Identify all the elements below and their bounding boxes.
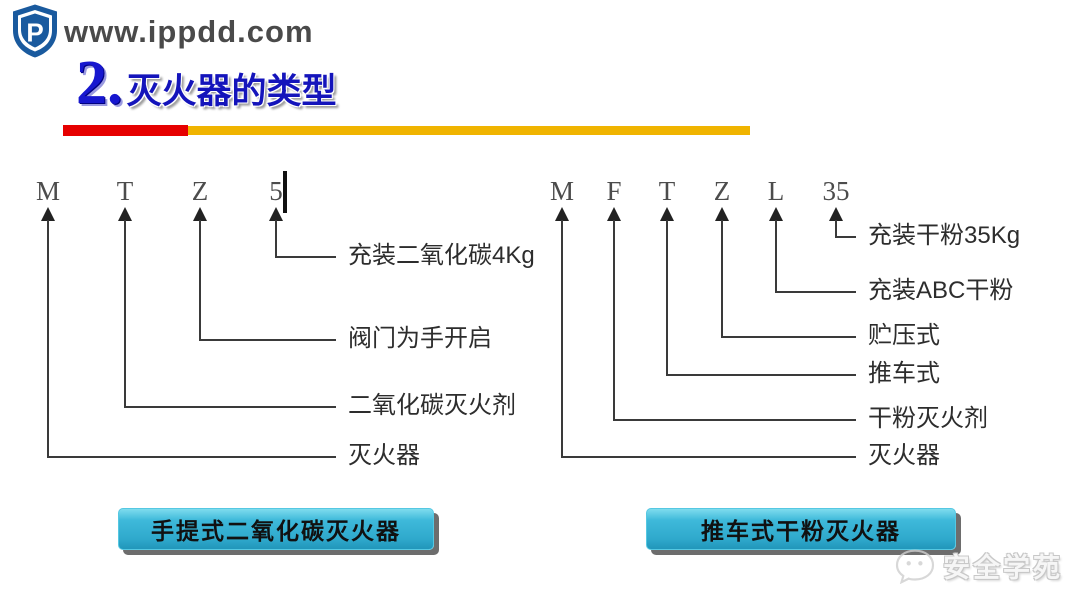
connector-line: [47, 220, 49, 458]
connector-line: [124, 406, 336, 408]
arrow-up-icon: [660, 207, 674, 221]
left-code-letter-m: M: [35, 176, 60, 206]
connector-line: [47, 456, 336, 458]
left-code-letter-z: Z: [191, 176, 209, 206]
connector-line: [666, 374, 856, 376]
left-summary-button[interactable]: 手提式二氧化碳灭火器: [118, 508, 434, 550]
connector-line: [666, 220, 668, 376]
connector-line: [561, 456, 856, 458]
connector-line: [199, 220, 201, 341]
diagram-label: 干粉灭火剂: [868, 405, 988, 432]
connector-line: [835, 220, 837, 238]
connector-line: [721, 220, 723, 338]
chat-face-icon: [895, 549, 935, 584]
right-summary-button[interactable]: 推车式干粉灭火器: [646, 508, 956, 550]
diagram-label: 灭火器: [868, 442, 940, 469]
left-code-letter-5: 5: [269, 176, 283, 206]
diagram-label: 二氧化碳灭火剂: [348, 392, 516, 419]
arrow-up-icon: [41, 207, 55, 221]
title-underline-red: [63, 125, 188, 136]
connector-line: [613, 419, 856, 421]
right-code-number-35: 35: [822, 176, 850, 206]
arrow-up-icon: [193, 207, 207, 221]
text-cursor: [283, 171, 287, 213]
arrow-up-icon: [715, 207, 729, 221]
arrow-up-icon: [769, 207, 783, 221]
right-code-letter-t: T: [658, 176, 676, 206]
right-code-letter-f: F: [606, 176, 622, 206]
connector-line: [775, 291, 856, 293]
connector-line: [721, 336, 856, 338]
diagram-label: 灭火器: [348, 442, 420, 469]
right-code-letter-z: Z: [713, 176, 731, 206]
diagram-label: 充装干粉35Kg: [868, 222, 1021, 249]
connector-line: [275, 220, 277, 258]
connector-line: [613, 220, 615, 421]
arrow-up-icon: [829, 207, 843, 221]
arrow-up-icon: [118, 207, 132, 221]
arrow-up-icon: [555, 207, 569, 221]
diagram-label: 阀门为手开启: [348, 325, 492, 352]
connector-line: [835, 236, 856, 238]
arrow-up-icon: [607, 207, 621, 221]
watermark: 安全学苑: [893, 546, 1063, 585]
left-code-letter-t: T: [116, 176, 134, 206]
connector-line: [775, 220, 777, 293]
arrow-up-icon: [269, 207, 283, 221]
watermark-text: 安全学苑: [943, 553, 1063, 583]
diagram-label: 贮压式: [868, 322, 940, 349]
connector-line: [199, 339, 336, 341]
right-code-letter-l: L: [767, 176, 785, 206]
title-text: 灭火器的类型: [126, 71, 337, 111]
right-code-letter-m: M: [549, 176, 574, 206]
page-title: 2. 灭火器的类型: [76, 49, 337, 117]
title-underline-yellow: [188, 126, 750, 135]
connector-line: [124, 220, 126, 408]
title-number: 2.: [76, 49, 123, 117]
shield-p-logo-icon: P: [13, 4, 57, 58]
svg-text:P: P: [26, 18, 43, 48]
diagram-label: 充装ABC干粉: [868, 277, 1014, 304]
diagram-label: 推车式: [868, 360, 940, 387]
connector-line: [561, 220, 563, 458]
connector-line: [275, 256, 336, 258]
site-url-link[interactable]: www.ippdd.com: [64, 14, 314, 49]
diagram-label: 充装二氧化碳4Kg: [348, 242, 535, 269]
